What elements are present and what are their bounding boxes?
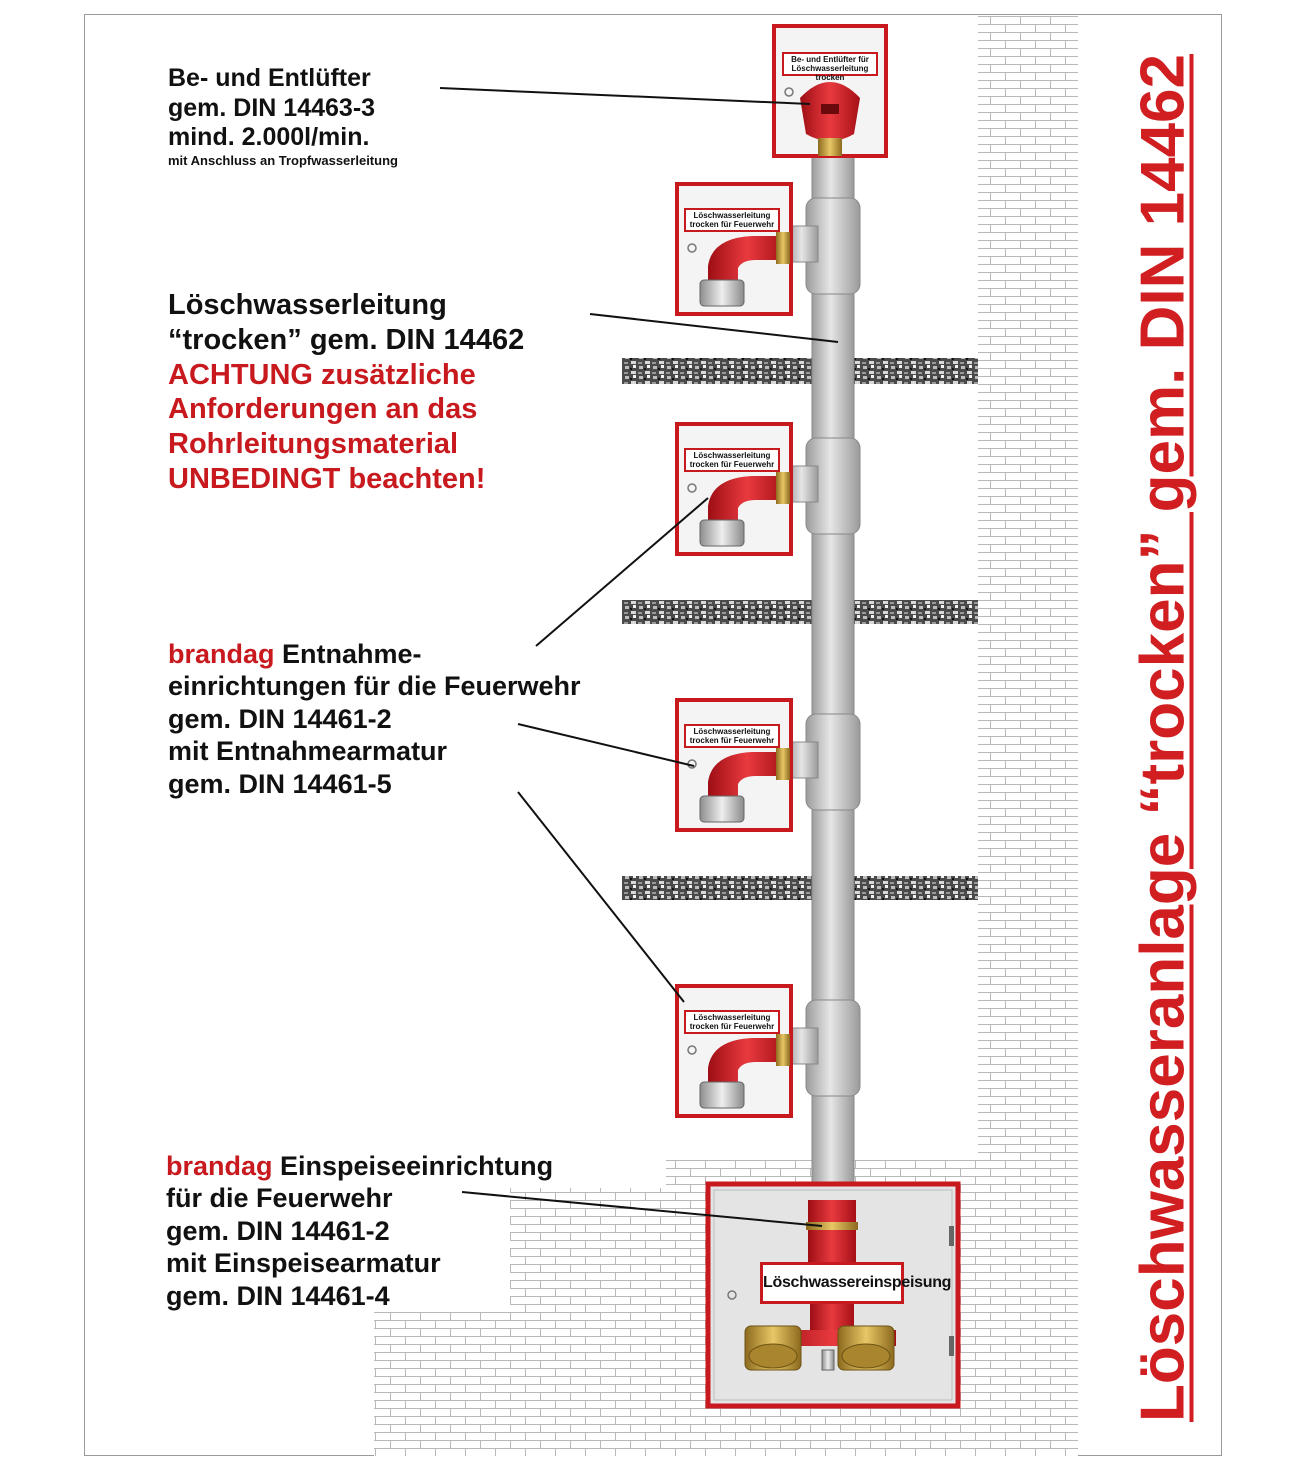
outlet-label-line-1: Entnahme- — [282, 639, 422, 669]
vent-label-line-2: gem. DIN 14463-3 — [168, 93, 376, 122]
pipe-warning-line-4: UNBEDINGT beachten! — [168, 462, 486, 495]
page-title: Löschwasseranlage “trocken” gem. DIN 144… — [1128, 53, 1198, 1423]
pipe-label-line-1: Löschwasserleitung — [168, 289, 447, 321]
outlet-label-line-3: gem. DIN 14461-2 — [168, 703, 392, 734]
inlet-label-line-5: gem. DIN 14461-4 — [166, 1280, 390, 1311]
outlet-cabinets — [675, 182, 793, 1118]
outlet-label: brandag Entnahme- einrichtungen für die … — [168, 638, 581, 800]
outlet-sign-line-1: Löschwasserleitung — [693, 451, 771, 460]
outlet-sign-line-1: Löschwasserleitung — [693, 211, 771, 220]
inlet-label: brandag Einspeiseeinrichtung für die Feu… — [166, 1150, 553, 1312]
tee-fittings — [787, 197, 861, 1097]
inlet-label-line-4: mit Einspeisearmatur — [166, 1248, 441, 1279]
inlet-label-line-3: gem. DIN 14461-2 — [166, 1215, 390, 1246]
feed-cabinet-sign: Löschwassereinspeisung — [760, 1262, 951, 1304]
brick-wall — [374, 16, 1078, 1456]
outlet-cabinet-sign-3: Löschwasserleitung trocken für Feuerwehr — [684, 724, 780, 748]
vent-cabinet-sign: Be- und Entlüfter für Löschwasserleitung… — [782, 52, 878, 82]
inlet-label-line-2: für die Feuerwehr — [166, 1183, 393, 1214]
vent-label-line-1: Be- und Entlüfter — [168, 64, 371, 92]
pipe-label: Löschwasserleitung “trocken” gem. DIN 14… — [168, 288, 524, 497]
vertical-title: Löschwasseranlage “trocken” gem. DIN 144… — [1118, 28, 1208, 1448]
outlet-sign-line-1: Löschwasserleitung — [693, 727, 771, 736]
outlet-sign-line-2: trocken für Feuerwehr — [689, 1022, 775, 1032]
outlet-sign-line-1: Löschwasserleitung — [693, 1013, 771, 1022]
outlet-sign-line-2: trocken für Feuerwehr — [689, 460, 775, 470]
outlet-cabinet-sign-2: Löschwasserleitung trocken für Feuerwehr — [684, 448, 780, 472]
leader-lines — [439, 87, 839, 1227]
pipe-warning-line-3: Rohrleitungsmaterial — [168, 428, 459, 461]
outlet-label-line-5: gem. DIN 14461-5 — [168, 768, 392, 799]
outlet-sign-line-2: trocken für Feuerwehr — [689, 736, 775, 746]
vent-sign-line-2: Löschwasserleitung trocken — [791, 64, 869, 83]
inlet-label-line-1: Einspeiseeinrichtung — [280, 1151, 554, 1181]
floor-slabs — [622, 358, 978, 900]
outlet-label-line-4: mit Entnahmearmatur — [168, 736, 448, 767]
vent-cabinet — [772, 24, 888, 158]
pipe-warning-line-2: Anforderungen an das — [168, 393, 478, 426]
feed-cabinet — [705, 1181, 961, 1409]
pipe-warning-line-1: ACHTUNG zusätzliche — [168, 358, 476, 391]
vent-label: Be- und Entlüfter gem. DIN 14463-3 mind.… — [168, 64, 398, 168]
vent-label-line-4: mit Anschluss an Tropfwasserleitung — [168, 152, 398, 168]
outlet-cabinet-sign-4: Löschwasserleitung trocken für Feuerwehr — [684, 1010, 780, 1034]
inlet-brand: brandag — [166, 1151, 273, 1181]
outlet-brand: brandag — [168, 639, 275, 669]
outlet-sign-line-2: trocken für Feuerwehr — [689, 220, 775, 230]
outlet-cabinet-sign-1: Löschwasserleitung trocken für Feuerwehr — [684, 208, 780, 232]
vent-label-line-3: mind. 2.000l/min. — [168, 123, 370, 151]
pipe-label-line-2: “trocken” gem. DIN 14462 — [168, 323, 525, 356]
outlet-label-line-2: einrichtungen für die Feuerwehr — [168, 671, 581, 702]
vent-sign-line-1: Be- und Entlüfter für — [791, 55, 869, 64]
